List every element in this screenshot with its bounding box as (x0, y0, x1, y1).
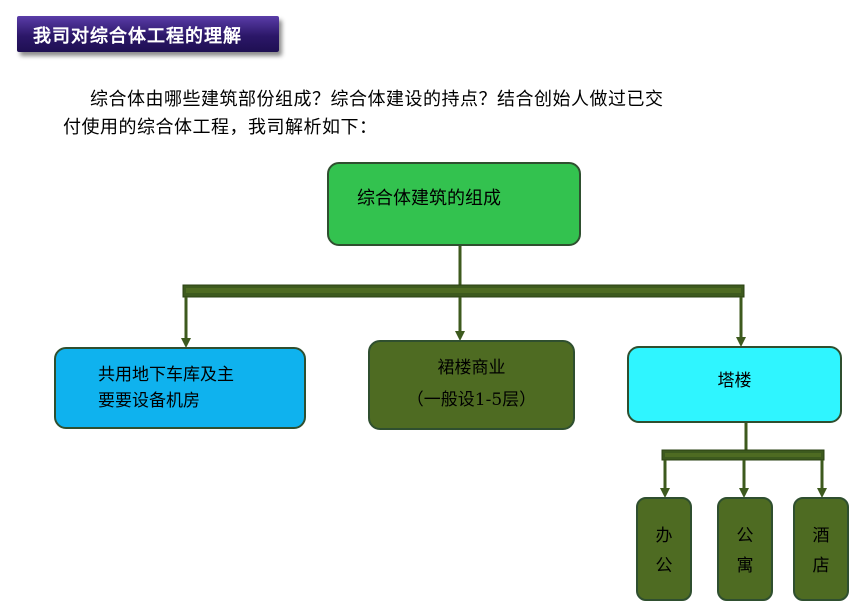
page-title: 我司对综合体工程的理解 (33, 26, 242, 47)
leaf-apartment-char-1: 公 (736, 526, 754, 546)
leaf-node-apartment: 公 寓 (717, 497, 773, 601)
leaf-hotel-char-1: 酒 (812, 526, 830, 546)
root-node: 综合体建筑的组成 (327, 162, 581, 246)
intro-line-1: 综合体由哪些建筑部份组成？综合体建设的持点？结合创始人做过已交 (90, 89, 664, 110)
leaf-apartment-char-2: 寓 (736, 556, 754, 576)
leaf-office-char-1: 办 (655, 526, 673, 546)
intro-paragraph: 综合体由哪些建筑部份组成？综合体建设的持点？结合创始人做过已交 付使用的综合体工… (63, 86, 783, 142)
tower-node-label: 塔楼 (717, 371, 752, 391)
leaf-node-hotel: 酒 店 (793, 497, 849, 601)
podium-node: 裙楼商业 （一般设1-5层） (368, 340, 575, 430)
garage-node: 共用地下车库及主 要要设备机房 (54, 347, 306, 429)
garage-label-line-1: 共用地下车库及主 (98, 365, 234, 385)
leaf-node-office: 办 公 (636, 497, 692, 601)
garage-label-line-2: 要要设备机房 (98, 391, 200, 411)
leaf-hotel-char-2: 店 (812, 556, 830, 576)
podium-label-line-2: （一般设1-5层） (406, 390, 537, 410)
tower-node: 塔楼 (627, 346, 842, 423)
podium-label-line-1: 裙楼商业 (437, 358, 506, 378)
title-banner: 我司对综合体工程的理解 (17, 16, 279, 52)
root-node-label: 综合体建筑的组成 (357, 188, 501, 209)
leaf-office-char-2: 公 (655, 556, 673, 576)
intro-line-2: 付使用的综合体工程，我司解析如下： (63, 117, 378, 138)
